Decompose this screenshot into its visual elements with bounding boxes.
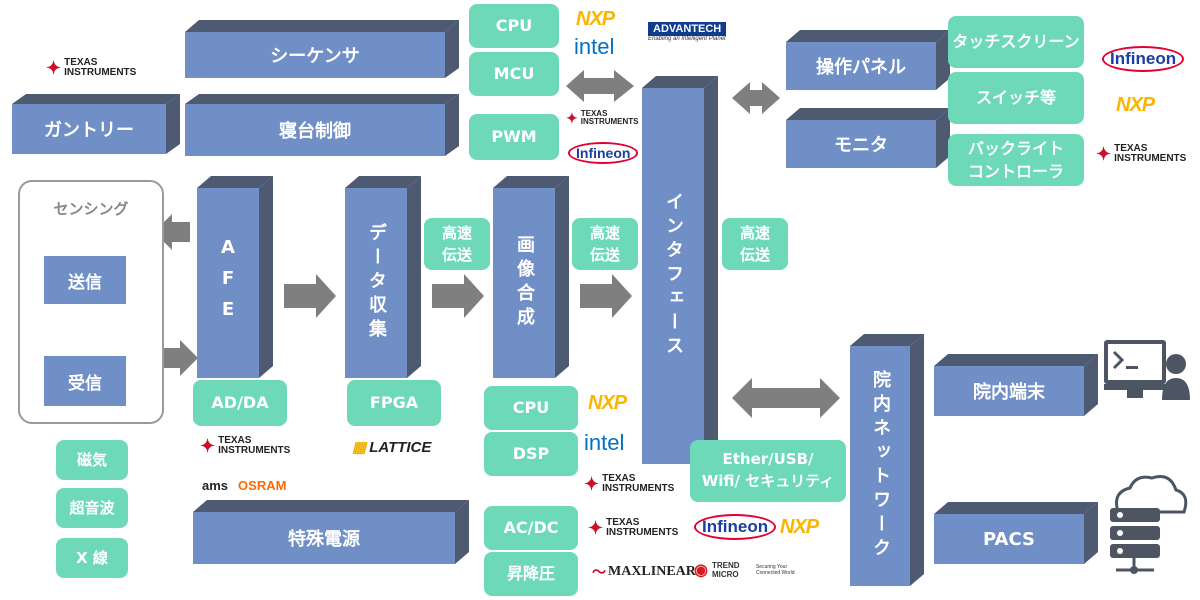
- trend-micro-logo: ◉ TREND MICRO Securing Your Connected Wo…: [694, 561, 795, 579]
- chip-magnetic: 磁気: [56, 440, 128, 480]
- infineon-logo-ether: Infineon: [694, 514, 777, 540]
- ti-logo-acdc: ✦TEXAS INSTRUMENTS: [588, 517, 679, 538]
- data-acquisition-block: データ収集: [345, 188, 407, 378]
- bed-control-block: 寝台制御: [185, 104, 445, 156]
- monitor-block: モニタ: [786, 120, 936, 168]
- server-cloud-icon: [1110, 475, 1188, 574]
- chip-pwm: PWM: [469, 114, 559, 160]
- advantech-logo: ADVANTECH Enabling an Intelligent Planet: [648, 22, 727, 42]
- chip-touchscreen: タッチスクリーン: [948, 16, 1084, 68]
- chip-dsp: DSP: [484, 432, 578, 476]
- chip-cpu-top: CPU: [469, 4, 559, 48]
- transmit-block: 送信: [44, 256, 126, 304]
- ti-logo-pwm: ✦TEXAS INSTRUMENTS: [566, 109, 639, 126]
- nxp-logo-panel: NXP: [1116, 94, 1155, 116]
- special-power-block: 特殊電源: [193, 512, 455, 564]
- ti-logo: ✦TEXAS INSTRUMENTS: [46, 57, 137, 78]
- chip-ether-usb-wifi-security: Ether/USB/ Wifi/ セキュリティ: [690, 440, 846, 502]
- chip-cpu-mid: CPU: [484, 386, 578, 430]
- ti-logo-dsp: ✦TEXAS INSTRUMENTS: [584, 473, 675, 494]
- chip-high-speed-1: 高速 伝送: [424, 218, 490, 270]
- lattice-logo: ▦LATTICE: [352, 438, 432, 457]
- chip-ultrasound: 超音波: [56, 488, 128, 528]
- chip-backlight-controller: バックライト コントローラ: [948, 134, 1084, 186]
- intel-logo: intel: [574, 34, 615, 59]
- interface-block: インタフェース: [642, 88, 704, 464]
- nxp-logo: NXP: [576, 8, 615, 30]
- control-panel-block: 操作パネル: [786, 42, 936, 90]
- maxlinear-logo: 〜MAXLINEAR: [592, 564, 696, 581]
- ti-logo-afe: ✦TEXAS INSTRUMENTS: [200, 435, 291, 456]
- afe-block: AFE: [197, 188, 259, 378]
- gantry-block: ガントリー: [12, 104, 166, 154]
- chip-ac-dc: AC/DC: [484, 506, 578, 550]
- chip-ad-da: AD/DA: [193, 380, 287, 426]
- ti-logo-backlight: ✦TEXAS INSTRUMENTS: [1096, 143, 1187, 164]
- hospital-network-block: 院内ネットワーク: [850, 346, 910, 586]
- chip-xray: X 線: [56, 538, 128, 578]
- hospital-terminal-block: 院内端末: [934, 366, 1084, 416]
- terminal-icon: [1104, 340, 1190, 400]
- chip-step-up-down: 昇降圧: [484, 552, 578, 596]
- block-shadows: [12, 20, 1098, 586]
- intel-logo-dsp: intel: [584, 430, 625, 455]
- chip-high-speed-3: 高速 伝送: [722, 218, 788, 270]
- infineon-logo-panel: Infineon: [1102, 46, 1185, 72]
- chip-fpga: FPGA: [347, 380, 441, 426]
- receive-block: 受信: [44, 356, 126, 406]
- chip-mcu: MCU: [469, 52, 559, 96]
- nxp-logo-ether: NXP: [780, 516, 819, 538]
- pacs-block: PACS: [934, 514, 1084, 564]
- chip-switch: スイッチ等: [948, 72, 1084, 124]
- image-synthesis-block: 画像合成: [493, 188, 555, 378]
- chip-high-speed-2: 高速 伝送: [572, 218, 638, 270]
- infineon-logo-pwm: Infineon: [568, 142, 639, 164]
- sensing-title: センシング: [53, 200, 129, 218]
- sequencer-block: シーケンサ: [185, 32, 445, 78]
- nxp-logo-cpu: NXP: [588, 392, 627, 414]
